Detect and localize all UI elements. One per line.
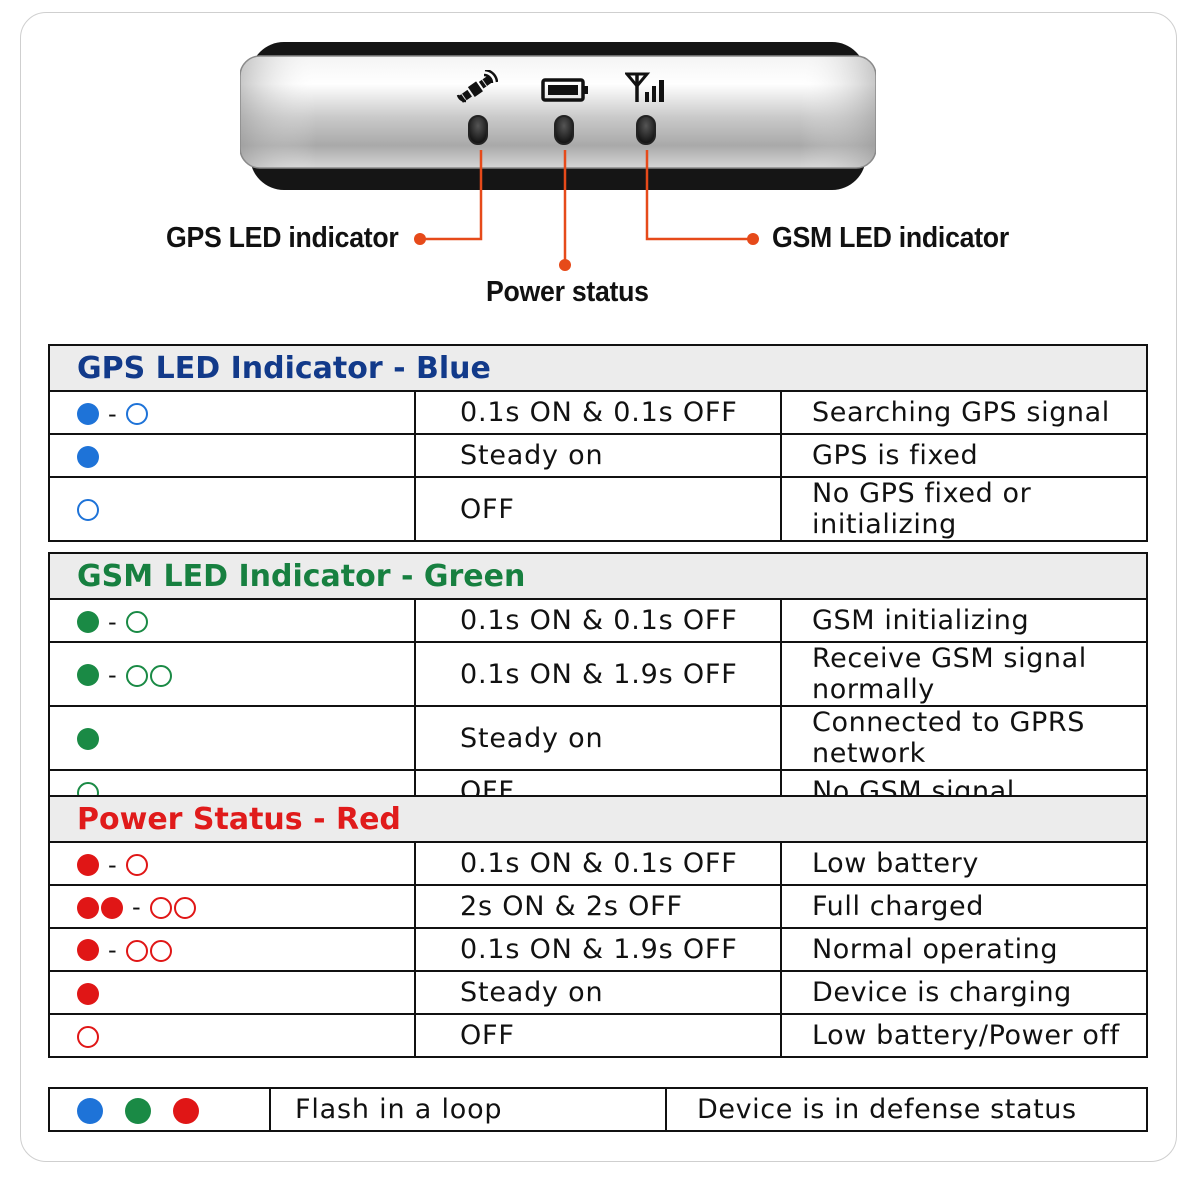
led-pattern-cell: - xyxy=(48,598,416,643)
meaning-cell: Receive GSM signal normally xyxy=(780,641,1148,707)
meaning-cell: Normal operating xyxy=(780,927,1148,972)
led-off-dot xyxy=(125,940,148,962)
table-row: Flash in a loop Device is in defense sta… xyxy=(48,1087,1148,1132)
led-pattern-cell: - xyxy=(48,641,416,707)
led-pattern-cell xyxy=(48,970,416,1015)
led-on-dot xyxy=(77,610,99,633)
red-led-dot xyxy=(173,1097,199,1124)
led-off-dot xyxy=(149,664,172,687)
timing-cell: Steady on xyxy=(414,705,782,771)
led-off-dot xyxy=(125,664,148,687)
led-off-dot xyxy=(149,940,172,962)
meaning-cell: No GPS fixed or initializing xyxy=(780,476,1148,542)
led-off-dot xyxy=(125,853,148,876)
gps-table-title: GPS LED Indicator - Blue xyxy=(48,344,1148,392)
led-on-dot xyxy=(101,897,123,919)
meaning-cell: Device is charging xyxy=(780,970,1148,1015)
led-pattern-cell xyxy=(48,476,416,542)
meaning-cell: GPS is fixed xyxy=(780,433,1148,478)
led-on-dot xyxy=(77,982,99,1005)
pattern-separator: - xyxy=(108,607,117,636)
led-pattern-cell: - xyxy=(48,841,416,886)
led-pattern-cell xyxy=(48,1087,271,1132)
led-off-dot xyxy=(173,897,196,919)
green-led-dot xyxy=(125,1097,151,1124)
timing-cell: Steady on xyxy=(414,970,782,1015)
led-off-dot xyxy=(77,1025,99,1048)
led-on-dot xyxy=(77,445,99,468)
led-on-dot xyxy=(77,663,99,686)
led-pattern-cell xyxy=(48,1013,416,1058)
pattern-separator: - xyxy=(108,936,117,964)
power-table-title: Power Status - Red xyxy=(48,795,1148,843)
led-off-dot xyxy=(77,499,99,521)
timing-cell: Steady on xyxy=(414,433,782,478)
blue-led-dot xyxy=(77,1097,103,1124)
led-pattern-cell: - xyxy=(48,884,416,929)
gsm-table-title: GSM LED Indicator - Green xyxy=(48,552,1148,600)
meaning-cell: Device is in defense status xyxy=(665,1087,1148,1132)
pattern-separator: - xyxy=(108,660,117,689)
meaning-cell: Connected to GPRS network xyxy=(780,705,1148,771)
meaning-cell: Low battery xyxy=(780,841,1148,886)
timing-cell: 0.1s ON & 1.9s OFF xyxy=(414,641,782,707)
led-on-dot xyxy=(77,939,99,961)
led-pattern-cell: - xyxy=(48,927,416,972)
defense-status-table: Flash in a loop Device is in defense sta… xyxy=(48,1087,1148,1132)
pattern-separator: - xyxy=(108,850,117,879)
meaning-cell: Full charged xyxy=(780,884,1148,929)
timing-cell: 2s ON & 2s OFF xyxy=(414,884,782,929)
led-off-dot xyxy=(125,610,148,633)
led-off-dot xyxy=(149,897,172,919)
meaning-cell: Searching GPS signal xyxy=(780,390,1148,435)
satellite-icon xyxy=(456,70,498,103)
led-off-dot xyxy=(125,402,148,425)
power-status-callout: Power status xyxy=(486,276,649,308)
led-pattern-cell: - xyxy=(48,390,416,435)
pattern-separator: - xyxy=(132,893,141,921)
timing-cell: 0.1s ON & 0.1s OFF xyxy=(414,390,782,435)
timing-cell: 0.1s ON & 0.1s OFF xyxy=(414,598,782,643)
timing-cell: 0.1s ON & 1.9s OFF xyxy=(414,927,782,972)
timing-cell: OFF xyxy=(414,476,782,542)
meaning-cell: GSM initializing xyxy=(780,598,1148,643)
timing-cell: 0.1s ON & 0.1s OFF xyxy=(414,841,782,886)
led-on-dot xyxy=(77,728,99,750)
led-pattern-cell xyxy=(48,705,416,771)
timing-cell: OFF xyxy=(414,1013,782,1058)
tracker-device xyxy=(239,42,877,190)
leader-lines xyxy=(414,150,759,271)
gps-led-table: GPS LED Indicator - Blue - 0.1s ON & 0.1s… xyxy=(48,344,1148,542)
meaning-cell: Low battery/Power off xyxy=(780,1013,1148,1058)
led-on-dot xyxy=(77,853,99,876)
gps-led-callout: GPS LED indicator xyxy=(166,222,399,254)
timing-cell: Flash in a loop xyxy=(269,1087,667,1132)
led-pattern-cell xyxy=(48,433,416,478)
led-on-dot xyxy=(77,402,99,425)
battery-icon xyxy=(541,78,588,102)
gsm-led-callout: GSM LED indicator xyxy=(772,222,1009,254)
led-on-dot xyxy=(77,897,99,919)
gsm-led-table: GSM LED Indicator - Green - 0.1s ON & 0.1… xyxy=(48,552,1148,814)
pattern-separator: - xyxy=(108,399,117,428)
signal-antenna-icon xyxy=(625,72,664,102)
